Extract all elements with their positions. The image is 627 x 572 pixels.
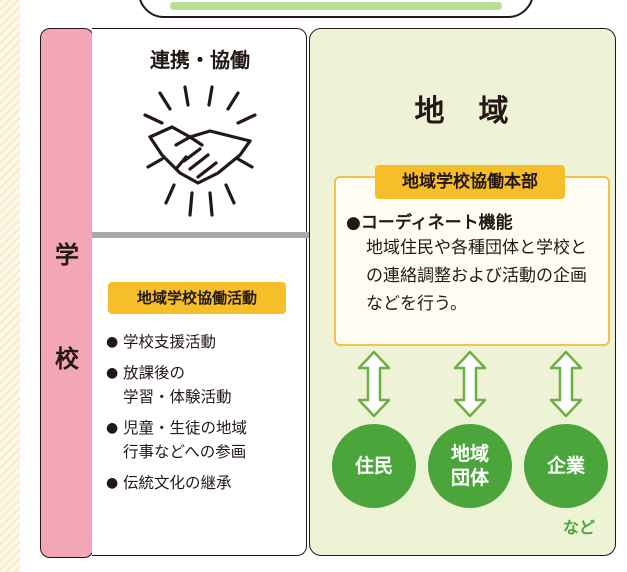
activity-item: 伝統文化の継承 <box>106 471 311 495</box>
circle-companies: 企業 <box>524 424 608 508</box>
handshake-icon <box>143 85 257 217</box>
coordinate-heading: ●コーディネート機能 <box>346 213 513 233</box>
activity-item: 学校支援活動 <box>106 330 311 354</box>
connector-line <box>92 232 309 238</box>
activity-label: 地域学校協働活動 <box>108 282 286 314</box>
region-title: 地 域 <box>414 94 511 129</box>
double-arrow-icon <box>357 350 391 418</box>
collab-title: 連携・協働 <box>150 48 250 72</box>
top-title-frame <box>138 0 534 18</box>
school-bar: 学 校 <box>40 28 94 558</box>
double-arrow-icon <box>549 350 583 418</box>
hq-box <box>334 176 610 346</box>
circle-residents: 住民 <box>332 424 416 508</box>
hq-label: 地域学校協働本部 <box>375 165 565 199</box>
activity-list: 学校支援活動 放課後の 学習・体験活動 児童・生徒の地域 行事などへの参画 伝統… <box>106 330 311 502</box>
activity-item: 放課後の 学習・体験活動 <box>106 361 311 409</box>
coordinate-description: 地域住民や各種団体と学校との連絡調整および活動の企画などを行う。 <box>366 238 587 314</box>
etc-note: など <box>563 518 596 537</box>
school-char-2: 校 <box>55 345 79 373</box>
double-arrow-icon <box>453 350 487 418</box>
school-char-1: 学 <box>55 241 79 269</box>
activity-item: 児童・生徒の地域 行事などへの参画 <box>106 416 311 464</box>
circle-local-groups: 地域 団体 <box>428 424 512 508</box>
top-title-strip <box>170 2 502 10</box>
